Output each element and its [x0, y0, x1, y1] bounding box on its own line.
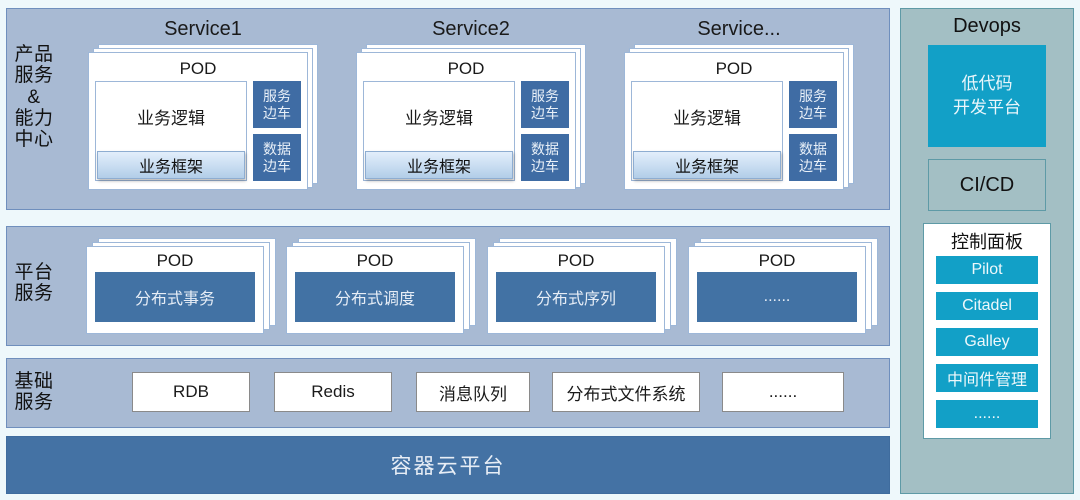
platform-pod-card[interactable]: POD 分布式序列	[487, 246, 665, 334]
data-sidecar-line1: 数据	[263, 140, 291, 157]
business-framework-bar: 业务框架	[633, 151, 781, 179]
service-group-2[interactable]: Service2 POD 业务逻辑 业务框架 服务 边车	[352, 14, 590, 194]
pod-label: POD	[758, 251, 796, 270]
row-label-product-service-capability: 产品服务&能力中心	[14, 44, 54, 151]
lowcode-platform-line2: 开发平台	[953, 98, 1021, 117]
service-sidecar[interactable]: 服务 边车	[253, 81, 301, 128]
service-sidecar-line2: 边车	[263, 104, 291, 121]
platform-pod-card[interactable]: POD 分布式调度	[286, 246, 464, 334]
service-group-3[interactable]: Service... POD 业务逻辑 业务框架 服务 边车	[620, 14, 858, 194]
pod-stack: POD 业务逻辑 业务框架 服务 边车 数据 边车	[624, 44, 854, 190]
pod-stack: POD 业务逻辑 业务框架 服务 边车 数据 边车	[356, 44, 586, 190]
platform-pod-card[interactable]: POD ......	[688, 246, 866, 334]
basic-service-dfs[interactable]: 分布式文件系统	[552, 372, 700, 412]
control-panel-item-citadel[interactable]: Citadel	[936, 292, 1038, 320]
platform-service-name: 分布式调度	[295, 272, 455, 322]
devops-panel: Devops 低代码 开发平台 CI/CD 控制面板 Pilot Citadel…	[900, 8, 1074, 494]
platform-pod-card[interactable]: POD 分布式事务	[86, 246, 264, 334]
service-title: Service...	[697, 18, 781, 40]
platform-service-name: 分布式事务	[95, 272, 255, 322]
platform-service-name: ......	[697, 272, 857, 322]
pod-main-container: 业务逻辑 业务框架	[631, 81, 783, 181]
platform-pod-group-4[interactable]: POD ......	[688, 238, 886, 334]
pod-body: 业务逻辑 业务框架 服务 边车 数据 边车	[95, 81, 301, 181]
basic-service-mq[interactable]: 消息队列	[416, 372, 530, 412]
basic-service-rdb[interactable]: RDB	[132, 372, 250, 412]
sidecar-column: 服务 边车 数据 边车	[789, 81, 837, 181]
pod-card[interactable]: POD 业务逻辑 业务框架 服务 边车 数据 边车	[624, 52, 844, 190]
business-logic-box: 业务逻辑	[405, 109, 473, 128]
service-sidecar-line2: 边车	[799, 104, 827, 121]
lowcode-platform-card[interactable]: 低代码 开发平台	[928, 45, 1046, 147]
business-logic-box: 业务逻辑	[137, 109, 205, 128]
business-framework-bar: 业务框架	[365, 151, 513, 179]
sidecar-column: 服务 边车 数据 边车	[253, 81, 301, 181]
platform-service-name: 分布式序列	[496, 272, 656, 322]
data-sidecar-line1: 数据	[799, 140, 827, 157]
platform-pod-group-3[interactable]: POD 分布式序列	[487, 238, 685, 334]
lowcode-platform-line1: 低代码	[961, 74, 1013, 93]
service-title: Service1	[164, 18, 242, 40]
service-sidecar-line2: 边车	[531, 104, 559, 121]
control-panel-item-galley[interactable]: Galley	[936, 328, 1038, 356]
pod-label: POD	[447, 59, 485, 78]
pod-card[interactable]: POD 业务逻辑 业务框架 服务 边车 数据 边车	[88, 52, 308, 190]
service-title: Service2	[432, 18, 510, 40]
pod-body: 业务逻辑 业务框架 服务 边车 数据 边车	[363, 81, 569, 181]
platform-pod-stack: POD 分布式事务	[86, 238, 284, 334]
pod-label: POD	[715, 59, 753, 78]
pod-label: POD	[356, 251, 394, 270]
row-label-platform-service: 平台服务	[14, 262, 54, 305]
platform-pod-stack: POD 分布式序列	[487, 238, 685, 334]
platform-pod-group-1[interactable]: POD 分布式事务	[86, 238, 284, 334]
service-sidecar-line1: 服务	[799, 87, 827, 104]
service-sidecar-line1: 服务	[531, 87, 559, 104]
control-panel-item-more[interactable]: ......	[936, 400, 1038, 428]
platform-pod-stack: POD ......	[688, 238, 886, 334]
data-sidecar[interactable]: 数据 边车	[253, 134, 301, 181]
pod-body: 业务逻辑 业务框架 服务 边车 数据 边车	[631, 81, 837, 181]
data-sidecar[interactable]: 数据 边车	[521, 134, 569, 181]
control-panel-card: 控制面板 Pilot Citadel Galley 中间件管理 ......	[923, 223, 1051, 439]
business-framework-bar: 业务框架	[97, 151, 245, 179]
data-sidecar-line2: 边车	[799, 157, 827, 174]
sidecar-column: 服务 边车 数据 边车	[521, 81, 569, 181]
control-panel-item-pilot[interactable]: Pilot	[936, 256, 1038, 284]
pod-label: POD	[557, 251, 595, 270]
data-sidecar-line2: 边车	[263, 157, 291, 174]
pod-main-container: 业务逻辑 业务框架	[363, 81, 515, 181]
pod-label: POD	[156, 251, 194, 270]
row-label-basic-service: 基础服务	[14, 371, 54, 414]
service-group-1[interactable]: Service1 POD 业务逻辑 业务框架 服务 边车	[84, 14, 322, 194]
service-sidecar-line1: 服务	[263, 87, 291, 104]
cicd-card[interactable]: CI/CD	[928, 159, 1046, 211]
container-cloud-platform-bar[interactable]: 容器云平台	[6, 436, 890, 494]
business-logic-box: 业务逻辑	[673, 109, 741, 128]
control-panel-title: 控制面板	[951, 232, 1023, 252]
service-sidecar[interactable]: 服务 边车	[521, 81, 569, 128]
service-sidecar[interactable]: 服务 边车	[789, 81, 837, 128]
container-cloud-platform-label: 容器云平台	[390, 455, 506, 478]
pod-card[interactable]: POD 业务逻辑 业务框架 服务 边车 数据 边车	[356, 52, 576, 190]
data-sidecar-line2: 边车	[531, 157, 559, 174]
data-sidecar-line1: 数据	[531, 140, 559, 157]
pod-main-container: 业务逻辑 业务框架	[95, 81, 247, 181]
pod-label: POD	[179, 59, 217, 78]
basic-service-redis[interactable]: Redis	[274, 372, 392, 412]
control-panel-item-middleware[interactable]: 中间件管理	[936, 364, 1038, 392]
platform-pod-stack: POD 分布式调度	[286, 238, 484, 334]
basic-service-more[interactable]: ......	[722, 372, 844, 412]
platform-pod-group-2[interactable]: POD 分布式调度	[286, 238, 484, 334]
data-sidecar[interactable]: 数据 边车	[789, 134, 837, 181]
pod-stack: POD 业务逻辑 业务框架 服务 边车 数据 边车	[88, 44, 318, 190]
devops-title: Devops	[953, 15, 1021, 37]
